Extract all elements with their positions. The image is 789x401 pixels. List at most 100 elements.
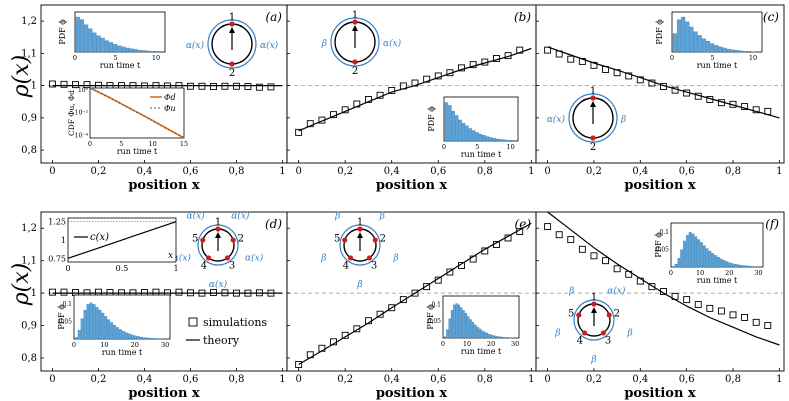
- panel-label: (f): [765, 217, 779, 231]
- sim-marker: [198, 289, 206, 297]
- sim-marker: [741, 103, 749, 111]
- hist-bar: [116, 327, 119, 340]
- hist-bar: [154, 51, 159, 53]
- hist-bar: [458, 119, 462, 142]
- site-label: 1: [591, 292, 597, 303]
- inset-xtick: 5: [475, 143, 479, 151]
- hist-bar: [468, 128, 472, 142]
- y-tick-label: 1: [31, 288, 37, 299]
- sim-marker: [152, 288, 160, 296]
- x-tick-label: 0: [295, 166, 301, 177]
- sim-marker: [83, 81, 91, 89]
- hist-bar: [697, 239, 700, 268]
- hist-bar: [136, 336, 140, 340]
- inset-xtick: 0: [669, 269, 673, 277]
- cx-line: [67, 221, 177, 259]
- hist-bar: [80, 318, 84, 340]
- sim-marker: [221, 289, 229, 297]
- hist-bar: [146, 50, 151, 53]
- inset-xtick: 10: [463, 340, 471, 348]
- site-dot: [606, 312, 612, 318]
- sim-marker: [752, 106, 760, 114]
- rate-label: β: [379, 211, 385, 221]
- site-dot: [357, 226, 363, 232]
- hist-bar: [490, 334, 493, 339]
- sim-marker: [683, 296, 691, 304]
- hist-bar: [107, 319, 111, 340]
- sim-marker: [388, 304, 396, 312]
- hist-bar: [150, 51, 155, 53]
- sim-marker: [625, 270, 633, 278]
- inset-ytick: 0.05: [59, 318, 73, 325]
- site-label: 3: [371, 260, 377, 271]
- hist-bar: [482, 135, 486, 142]
- inset-xlabel: run time t: [461, 150, 502, 159]
- sim-marker: [186, 82, 194, 90]
- sim-marker: [95, 288, 102, 296]
- hist-bar: [733, 263, 737, 268]
- hist-bar: [734, 50, 739, 53]
- x-tick-label: 0,4: [632, 374, 648, 385]
- x-tick-label: 0: [544, 166, 550, 177]
- sim-marker: [330, 338, 337, 346]
- rate-label: β: [356, 280, 362, 290]
- hist-bar: [124, 332, 128, 340]
- hist-bar: [722, 47, 727, 53]
- sim-marker: [481, 58, 489, 66]
- sim-marker: [706, 96, 714, 103]
- sim-marker: [741, 314, 749, 321]
- site-label: 2: [380, 234, 386, 245]
- orientation-arrow-head: [591, 307, 597, 313]
- sim-marker: [694, 301, 702, 308]
- cx-ytick: 1.25: [48, 218, 66, 227]
- sim-marker: [578, 57, 586, 65]
- ylabel-top: ρ(x): [9, 55, 34, 99]
- hist-bar: [113, 44, 118, 53]
- sim-marker: [717, 99, 725, 107]
- sim-marker: [295, 128, 303, 136]
- x-tick-label: 0: [544, 374, 550, 385]
- sim-marker: [516, 46, 524, 54]
- cdf-xtick: 0: [88, 140, 92, 148]
- inset-xtick: 20: [725, 269, 733, 277]
- hist-bar: [127, 333, 131, 340]
- x-tick-label: 0,2: [337, 166, 353, 177]
- hist-bar: [455, 115, 459, 142]
- hist-bar: [700, 242, 703, 268]
- hist-bar: [714, 255, 717, 268]
- inset-xlabel: run time t: [102, 348, 143, 357]
- site-dot: [600, 330, 607, 336]
- inset-xtick: 10: [152, 54, 160, 62]
- hist-bar: [104, 316, 108, 340]
- orientation-arrow-head: [352, 25, 358, 31]
- x-tick-label: 0,8: [477, 374, 493, 385]
- hist-bar: [96, 35, 101, 53]
- sim-marker: [492, 240, 500, 248]
- hist-bar: [745, 265, 748, 268]
- inset-ytick: 0.1: [62, 301, 72, 308]
- sim-marker: [504, 52, 512, 60]
- x-axis-label: position x: [376, 178, 448, 193]
- sim-marker: [764, 107, 772, 115]
- hist-bar: [83, 309, 87, 340]
- sim-marker: [544, 46, 552, 54]
- inset-ylabel: PDF ϕ: [427, 106, 436, 132]
- x-axis-label: position x: [376, 386, 448, 401]
- orientation-arrow-head: [357, 232, 363, 238]
- site-dot: [581, 330, 588, 336]
- hist-bar: [129, 48, 134, 53]
- hist-bar: [476, 326, 479, 339]
- rate-label: β: [554, 329, 560, 339]
- hist-bar: [113, 324, 116, 340]
- x-tick-label: 0: [49, 374, 55, 385]
- inset-ytick: 0.05: [428, 318, 442, 325]
- sim-marker: [423, 283, 431, 291]
- sim-marker: [198, 82, 206, 90]
- sim-marker: [446, 268, 454, 276]
- hist-bar: [84, 24, 89, 53]
- theory-line: [298, 222, 532, 366]
